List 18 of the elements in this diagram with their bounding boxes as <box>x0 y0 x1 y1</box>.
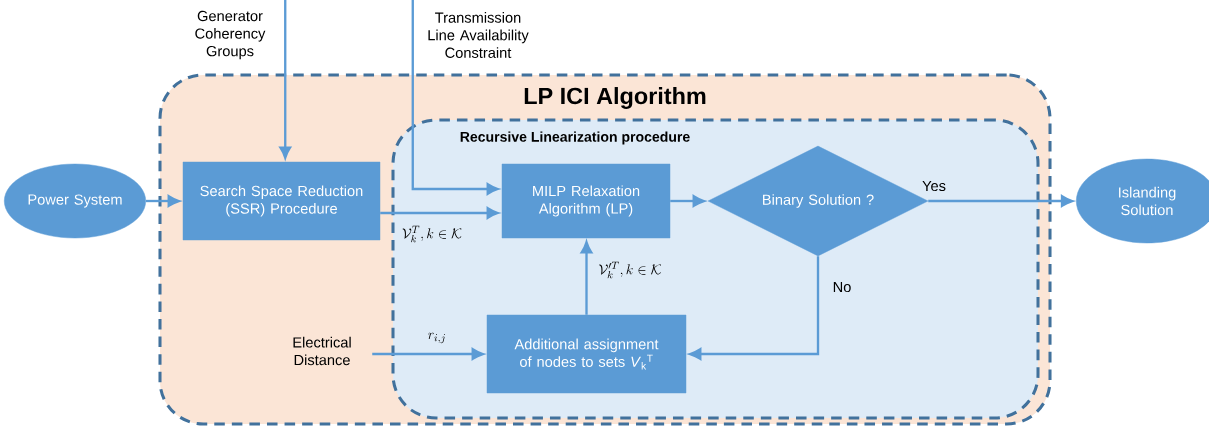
arrow <box>689 256 820 360</box>
input-label: Transmission Line Availability Constraint <box>428 12 529 58</box>
arrow <box>145 195 180 207</box>
process-box: MILP Relaxation Algorithm (LP) <box>501 163 671 239</box>
arrow <box>279 0 292 159</box>
edge-label: $\mathcal{V}_k^T, k \in \mathcal{K}$ <box>402 225 462 243</box>
arrow <box>670 195 705 207</box>
arrow <box>372 348 484 360</box>
edge-label: No <box>833 281 851 293</box>
process-box: Search Space Reduction (SSR) Procedure <box>182 161 381 241</box>
edge-label: $\mathcal{V}'^T_k, k \in \mathcal{K}$ <box>598 261 661 279</box>
input-label: Electrical Distance <box>293 336 351 366</box>
arrow <box>411 0 499 195</box>
process-box: Additional assignment of nodes to sets V$_{k}$T <box>486 314 687 394</box>
arrow <box>928 195 1074 207</box>
arrow <box>380 207 499 219</box>
edge-label: $r_{i,j}$ <box>428 332 445 344</box>
input-label: Generator Coherency Groups <box>195 10 266 60</box>
